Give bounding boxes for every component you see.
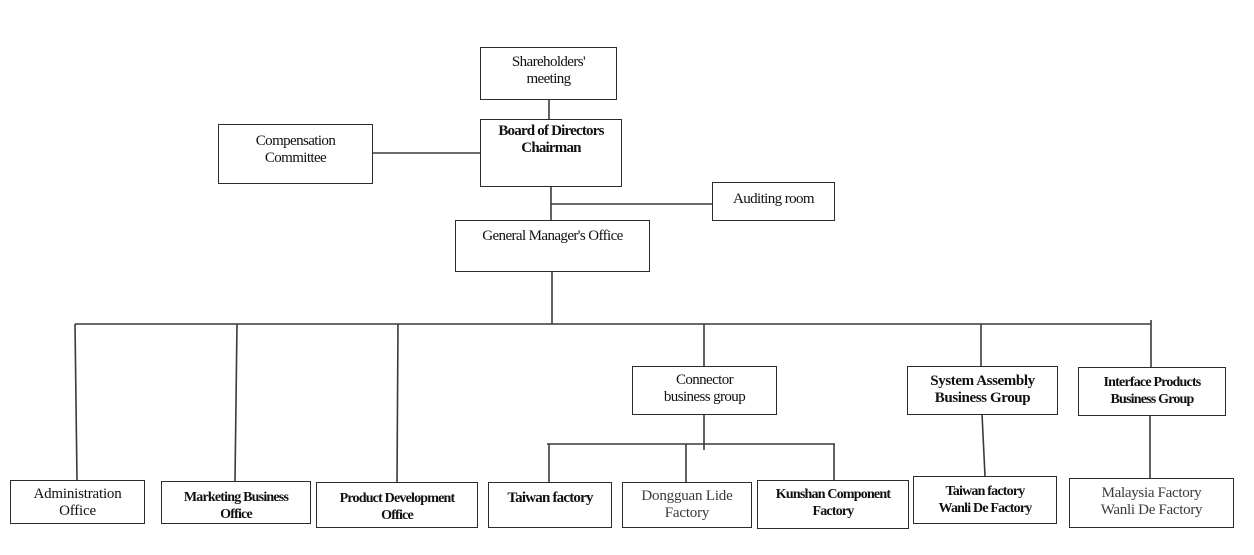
- node-label: Malaysia Factory: [1101, 485, 1202, 501]
- node-interface-products-business-group: Interface Products Business Group: [1078, 367, 1226, 416]
- node-taiwan-factory: Taiwan factory: [488, 482, 612, 528]
- node-label: Dongguan Lide: [641, 488, 733, 504]
- node-label: Business Group: [1110, 392, 1194, 407]
- node-label: Connector: [675, 372, 734, 388]
- connector-line-bus-to-productdev: [396, 323, 399, 483]
- node-label: meeting: [526, 71, 571, 87]
- node-label: Office: [220, 507, 253, 522]
- node-administration-office: Administration Office: [10, 480, 145, 524]
- node-dongguan-lide-factory: Dongguan Lide Factory: [622, 482, 752, 528]
- node-label: Administration: [33, 486, 122, 502]
- node-product-development-office: Product Development Office: [316, 482, 478, 528]
- node-label: Factory: [812, 504, 854, 519]
- node-label: business group: [663, 389, 746, 405]
- node-label: Office: [381, 508, 414, 523]
- connector-line-sysassembly-to-taiwanwanli: [981, 413, 986, 477]
- node-label: Office: [59, 503, 96, 519]
- node-label: Taiwan factory: [945, 484, 1026, 499]
- node-label: Committee: [264, 150, 327, 166]
- node-label: Wanli De Factory: [1100, 502, 1203, 518]
- node-label: Taiwan factory: [507, 490, 593, 506]
- connector-line-bus-to-admin: [74, 323, 78, 481]
- node-label: Auditing room: [733, 191, 815, 207]
- node-label: Shareholders': [511, 54, 586, 70]
- node-label: Chairman: [521, 140, 581, 156]
- node-general-managers-office: General Manager's Office: [455, 220, 650, 272]
- node-auditing-room: Auditing room: [712, 182, 835, 221]
- node-label: Board of Directors: [498, 123, 604, 139]
- node-label: Product Development: [339, 491, 456, 506]
- node-marketing-business-office: Marketing Business Office: [161, 481, 311, 524]
- node-label: System Assembly: [930, 373, 1035, 389]
- node-label: Marketing Business: [183, 490, 289, 505]
- node-connector-business-group: Connector business group: [632, 366, 777, 415]
- node-label: Wanli De Factory: [938, 501, 1033, 516]
- node-label: Interface Products: [1103, 375, 1202, 390]
- node-malaysia-wanli-de-factory: Malaysia Factory Wanli De Factory: [1069, 478, 1234, 528]
- node-label: General Manager's Office: [482, 228, 623, 244]
- connector-line-bus-to-marketing: [234, 323, 238, 482]
- node-label: Business Group: [934, 390, 1031, 406]
- node-board-of-directors: Board of Directors Chairman: [480, 119, 622, 187]
- node-taiwan-wanli-de-factory: Taiwan factory Wanli De Factory: [913, 476, 1057, 524]
- node-shareholders-meeting: Shareholders' meeting: [480, 47, 617, 100]
- node-kunshan-component-factory: Kunshan Component Factory: [757, 480, 909, 529]
- node-system-assembly-business-group: System Assembly Business Group: [907, 366, 1058, 415]
- node-compensation-committee: Compensation Committee: [218, 124, 373, 184]
- node-label: Factory: [664, 505, 710, 521]
- node-label: Kunshan Component: [775, 487, 891, 502]
- node-label: Compensation: [255, 133, 336, 149]
